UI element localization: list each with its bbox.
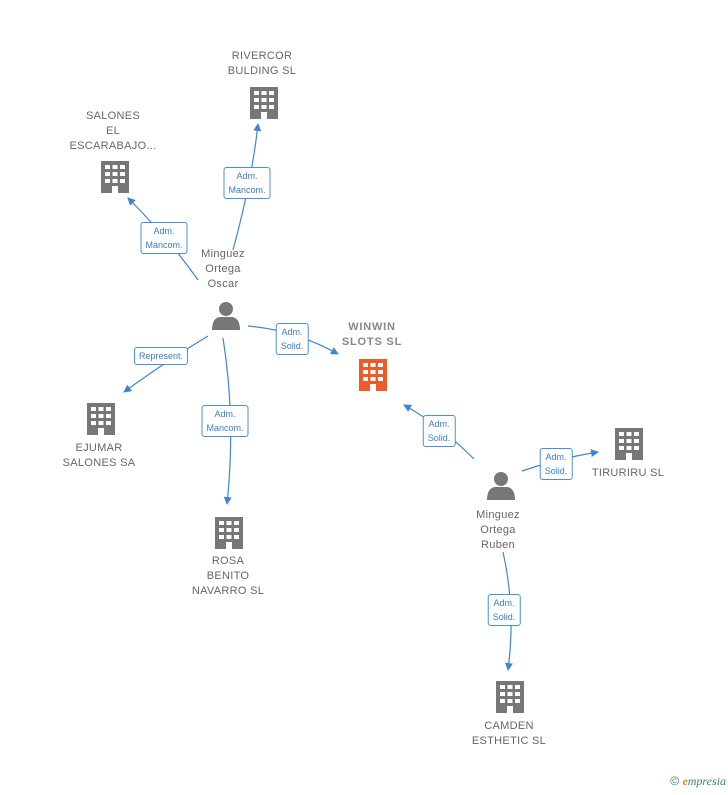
ruben-person-icon[interactable] [487,472,515,500]
camden-label[interactable]: CAMDEN ESTHETIC SL [471,720,547,747]
ejumar-building-icon[interactable] [87,403,115,435]
tiruriru-label[interactable]: TIRURIRU SL [591,467,665,479]
edge-label-oscar-rivercor: Adm. Mancom. [223,167,271,199]
empresia-logo: empresia [682,774,726,788]
rivercor-label[interactable]: RIVERCOR BULDING SL [227,50,297,77]
edge-label-ruben-tiruriru: Adm. Solid. [539,448,573,480]
edge-label-oscar-winwin: Adm. Solid. [275,323,309,355]
edge-label-ruben-winwin: Adm. Solid. [422,415,456,447]
footer-brand: © empresia [670,774,726,789]
rosa-building-icon[interactable] [215,517,243,549]
edge-label-oscar-ejumar: Represent. [133,347,189,365]
edge-label-oscar-salones: Adm. Mancom. [140,222,188,254]
camden-building-icon[interactable] [496,681,524,713]
winwin-label[interactable]: WINWIN SLOTS SL [341,321,403,348]
edge-label-ruben-camden: Adm. Solid. [487,594,521,626]
salones-label[interactable]: SALONES EL ESCARABAJO... [69,110,157,152]
rosa-label[interactable]: ROSA BENITO NAVARRO SL [191,555,265,597]
winwin-building-icon[interactable] [359,359,387,391]
oscar-person-icon[interactable] [212,302,240,330]
edge-label-oscar-rosa: Adm. Mancom. [201,405,249,437]
copyright-symbol: © [670,774,680,788]
ejumar-label[interactable]: EJUMAR SALONES SA [62,442,136,469]
rivercor-building-icon[interactable] [250,87,278,119]
oscar-label[interactable]: Minguez Ortega Oscar [201,248,245,290]
ruben-label[interactable]: Minguez Ortega Ruben [476,509,520,551]
salones-building-icon[interactable] [101,161,129,193]
tiruriru-building-icon[interactable] [615,428,643,460]
